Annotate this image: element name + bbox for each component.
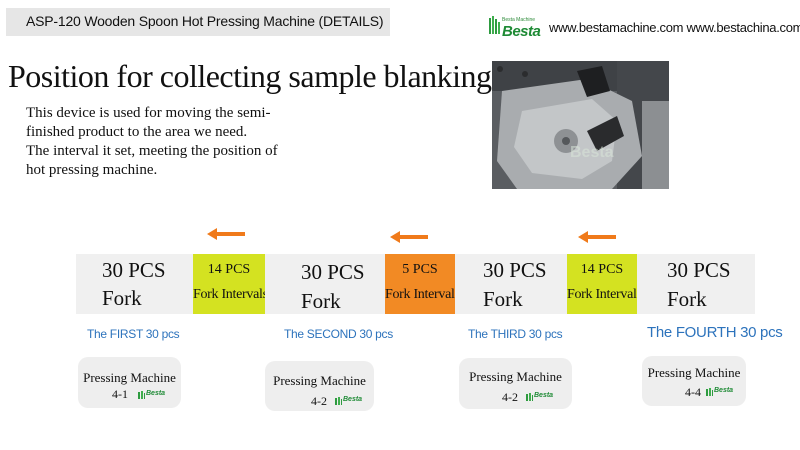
logo-tagline: Besta Machine [502,17,536,23]
interval-count: 5 PCS [402,262,438,277]
interval-block: 5 PCS Fork Intervals [385,254,460,314]
machine-name: Pressing Machine [469,369,562,384]
interval-block: 14 PCS Fork Intervals [193,254,268,314]
group-label-third: The THIRD 30 pcs [468,327,563,341]
machine-name: Pressing Machine [647,365,741,380]
machine-name: Pressing Machine [273,373,366,388]
fork-block: 30 PCS Fork [455,254,567,314]
interval-block: 14 PCS Fork Intervals [567,254,642,314]
machine-photo-illustration: Besta [492,61,669,189]
besta-mini-logo: Besta [335,396,365,405]
description-line: finished product to the area we need. [26,124,248,140]
logo-brand: Besta [502,23,541,40]
interval-count: 14 PCS [207,262,251,277]
machine-card: Pressing Machine 4-2 Besta [265,361,374,411]
group-label-first: The FIRST 30 pcs [87,327,180,341]
fork-count: 30 PCS [667,258,731,282]
fork-label: Fork [301,289,341,313]
interval-label: Fork Intervals [567,287,642,302]
description: This device is used for moving the semi-… [26,104,326,180]
fork-count: 30 PCS [483,258,547,282]
machine-number: 4-4 [685,385,701,399]
leaf-logo-icon [335,397,342,405]
besta-logo: Besta Machine Besta [488,14,546,40]
besta-mini-logo: Besta [706,387,736,396]
fork-block: 30 PCS Fork [637,254,755,314]
section-heading: Position for collecting sample blanking [8,58,492,94]
fork-label: Fork [667,287,707,311]
description-line: hot pressing machine. [26,162,158,178]
machine-number: 4-2 [311,394,327,408]
arrow-left-icon [578,231,616,243]
photo-watermark: Besta [570,144,614,161]
fork-count: 30 PCS [301,260,365,284]
title-box [6,8,390,36]
leaf-logo-icon [526,393,533,401]
page-title: ASP-120 Wooden Spoon Hot Pressing Machin… [26,13,384,29]
machine-card: Pressing Machine 4-2 Besta [459,358,572,409]
machine-card: Pressing Machine 4-1 Besta [78,357,181,408]
machine-card: Pressing Machine 4-4 Besta [642,356,746,406]
fork-label: Fork [102,286,142,310]
besta-mini-logo: Besta [138,390,168,399]
besta-mini-logo: Besta [526,392,556,401]
fork-block: 30 PCS Fork [265,254,385,314]
leaf-logo-icon [489,16,500,34]
machine-name: Pressing Machine [83,370,176,385]
machine-number: 4-2 [502,390,518,404]
description-line: This device is used for moving the semi- [26,105,271,121]
interval-count: 14 PCS [580,262,624,277]
mini-logo-text: Besta [534,392,554,399]
group-label-second: The SECOND 30 pcs [284,327,393,341]
fork-label: Fork [483,287,523,311]
leaf-logo-icon [138,391,145,399]
interval-label: Fork Intervals [193,287,268,302]
mini-logo-text: Besta [146,390,166,397]
fork-count: 30 PCS [102,258,166,282]
arrow-left-icon [390,231,428,243]
mini-logo-text: Besta [714,387,734,394]
description-line: The interval it set, meeting the positio… [26,143,278,159]
website-links[interactable]: www.bestamachine.com www.bestachina.com [549,20,800,35]
header-bar: ASP-120 Wooden Spoon Hot Pressing Machin… [0,0,800,44]
leaf-logo-icon [706,388,713,396]
fork-block: 30 PCS Fork [76,254,193,314]
arrow-left-icon [207,228,245,240]
mini-logo-text: Besta [343,396,363,403]
group-label-fourth: The FOURTH 30 pcs [647,324,783,341]
machine-photo: Besta [492,61,669,189]
machine-number: 4-1 [112,387,128,401]
interval-label: Fork Intervals [385,287,460,302]
